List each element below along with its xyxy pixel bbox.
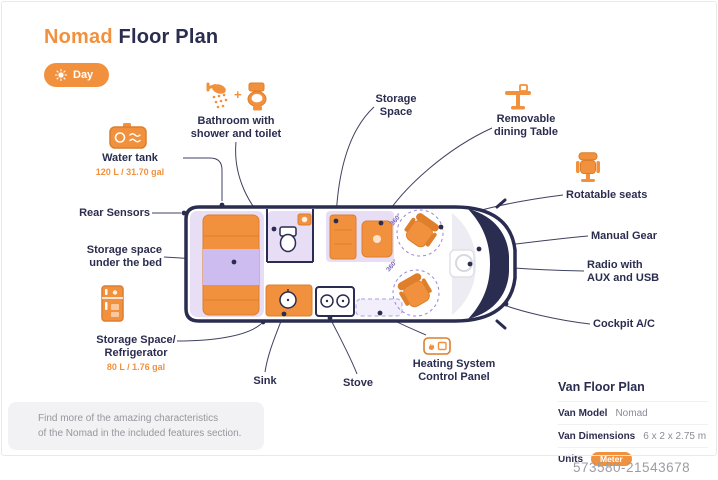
toilet-icon bbox=[247, 82, 267, 111]
shower-icon bbox=[206, 82, 228, 109]
bathroom-walls bbox=[266, 209, 314, 263]
callout-storage-under-bed: Storage space under the bed bbox=[52, 244, 162, 270]
callout-line-water-tank bbox=[183, 157, 223, 201]
features-note-line1: Find more of the amazing characteristics bbox=[38, 413, 219, 424]
refrigerator-capacity: 80 L / 1.76 gal bbox=[106, 361, 166, 372]
van-model-label: Van Model bbox=[558, 407, 608, 419]
callout-storage-space: Storage Space bbox=[360, 93, 432, 119]
callout-line-stove bbox=[330, 319, 358, 375]
rear-sensors-label: Rear Sensors bbox=[79, 207, 150, 219]
rotation-arc-front-seat bbox=[396, 209, 444, 257]
plus-separator: + bbox=[234, 87, 242, 102]
callout-rotatable-seats: Rotatable seats bbox=[566, 189, 647, 202]
bed bbox=[202, 214, 260, 316]
callout-line-refrigerator bbox=[176, 323, 262, 342]
callout-radio: Radio with AUX and USB bbox=[587, 259, 659, 285]
van-model-value: Nomad bbox=[615, 407, 648, 419]
callout-line-storage-space bbox=[335, 106, 375, 219]
page-title: Nomad Floor Plan bbox=[44, 26, 218, 49]
callout-bathroom: Bathroom with shower and toilet bbox=[180, 115, 292, 141]
rotatable-seat-2 bbox=[397, 273, 432, 308]
water-tank-label: Water tank bbox=[102, 152, 158, 164]
rotation-arc-rear-seat bbox=[392, 269, 440, 317]
watermark: 573580-21543678 bbox=[573, 460, 691, 475]
manual-gear-label: Manual Gear bbox=[591, 230, 658, 242]
van-dimensions-value: 6 x 2 x 2.75 m bbox=[643, 430, 707, 442]
bathroom-line1: Bathroom with bbox=[197, 115, 275, 127]
storage-under-bed-line1: Storage space bbox=[86, 244, 162, 256]
van-floor-plan: 360° 360° bbox=[184, 198, 517, 330]
info-panel-title: Van Floor Plan bbox=[558, 380, 645, 394]
info-row-model: Van Model Nomad bbox=[558, 401, 708, 424]
toilet bbox=[279, 226, 297, 253]
callout-line-sink bbox=[264, 315, 284, 373]
storage-space-line2: Space bbox=[379, 105, 413, 118]
callout-rear-sensors: Rear Sensors bbox=[56, 207, 150, 220]
heating-line2: Control Panel bbox=[418, 370, 490, 383]
day-mode-toggle[interactable]: Day bbox=[44, 63, 110, 87]
bathroom-line2: shower and toilet bbox=[190, 127, 282, 140]
stove-unit bbox=[315, 286, 355, 317]
radio-line1: Radio with bbox=[587, 259, 643, 271]
rotatable-seats-label: Rotatable seats bbox=[566, 189, 648, 201]
refrigerator-line1: Storage Space/ bbox=[96, 334, 176, 346]
page-title-rest: Floor Plan bbox=[112, 26, 219, 48]
dining-table bbox=[361, 220, 393, 258]
callout-dining-table: Removable dining Table bbox=[478, 113, 574, 139]
van-dimensions-label: Van Dimensions bbox=[558, 430, 636, 442]
callout-stove: Stove bbox=[331, 377, 385, 390]
units-label: Units bbox=[558, 453, 583, 465]
water-tank-capacity: 120 L / 31.70 gal bbox=[95, 166, 165, 177]
cockpit-ac-label: Cockpit A/C bbox=[593, 318, 655, 330]
van-info-panel: Van Floor Plan Van Model Nomad Van Dimen… bbox=[558, 372, 708, 470]
callout-manual-gear: Manual Gear bbox=[591, 230, 657, 243]
kitchen-sink-unit bbox=[265, 284, 313, 317]
page-title-highlight: Nomad bbox=[44, 26, 113, 48]
heating-line1: Heating System bbox=[412, 358, 496, 370]
sink-label: Sink bbox=[253, 375, 277, 387]
features-note: Find more of the amazing characteristics… bbox=[8, 402, 264, 450]
dining-table-line1: Removable bbox=[496, 113, 556, 125]
side-mirror-top bbox=[495, 198, 507, 209]
features-note-line2: of the Nomad in the included features se… bbox=[38, 428, 242, 439]
callout-water-tank: Water tank 120 L / 31.70 gal bbox=[78, 152, 182, 178]
callout-line-cockpit-ac bbox=[503, 304, 591, 325]
callout-heating: Heating System Control Panel bbox=[402, 358, 506, 384]
callout-cockpit-ac: Cockpit A/C bbox=[593, 318, 655, 331]
radio-line2: AUX and USB bbox=[587, 271, 660, 284]
washbasin bbox=[297, 213, 312, 226]
bathroom-icons: + bbox=[204, 82, 270, 112]
side-mirror-bottom bbox=[495, 319, 507, 330]
heating-system-unit bbox=[355, 298, 403, 317]
van-front-hood bbox=[468, 209, 509, 319]
storage-space-line1: Storage bbox=[375, 93, 417, 105]
sun-icon bbox=[55, 69, 67, 81]
rotatable-seat-1 bbox=[404, 213, 439, 248]
stove-label: Stove bbox=[343, 377, 373, 389]
callout-refrigerator: Storage Space/ Refrigerator 80 L / 1.76 … bbox=[72, 334, 200, 373]
refrigerator-icon bbox=[100, 285, 126, 328]
storage-cabinet bbox=[329, 214, 357, 260]
refrigerator-line2: Refrigerator bbox=[104, 346, 168, 359]
callout-sink: Sink bbox=[238, 375, 292, 388]
heating-panel-icon bbox=[423, 337, 451, 360]
info-row-dimensions: Van Dimensions 6 x 2 x 2.75 m bbox=[558, 424, 708, 447]
storage-under-bed-line2: under the bed bbox=[89, 256, 162, 269]
seat-icon bbox=[575, 152, 601, 189]
dining-table-line2: dining Table bbox=[494, 125, 558, 138]
day-mode-label: Day bbox=[73, 69, 94, 81]
dining-table-icon bbox=[504, 84, 532, 117]
callout-dots bbox=[181, 202, 509, 325]
water-tank-icon bbox=[108, 122, 148, 155]
